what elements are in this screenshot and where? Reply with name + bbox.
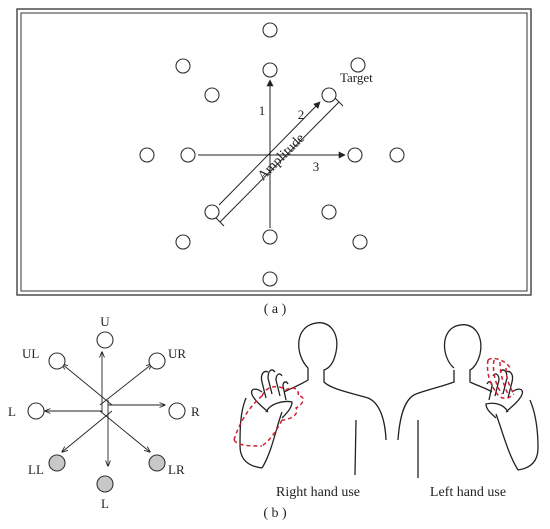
amplitude-dimension [215,97,344,227]
target-circle [204,204,220,220]
panel-a-frame-inner [20,12,528,292]
direction-circle-LR [148,454,166,472]
target-circle [204,87,220,103]
direction-circle-UL [48,352,66,370]
target-circle [175,234,191,250]
left-hand-overlay [486,357,515,399]
direction-1-label: 1 [259,103,266,118]
right-hand-overlay [233,385,304,447]
direction-label-LL: LL [28,462,44,477]
left-hand-figure [397,324,539,478]
target-circle [352,234,368,250]
direction-label-UL: UL [22,346,39,361]
target-circle [180,147,196,163]
target-circle [262,62,278,78]
target-circle [347,147,363,163]
panel-a-caption: ( a ) [264,302,287,317]
direction-label-L: L [8,404,16,419]
target-circle [175,58,191,74]
arrow-direction-2 [218,101,321,206]
direction-label-D: L [101,496,109,511]
direction-circle-U [96,331,114,349]
target-circle [321,204,337,220]
target-circle [389,147,405,163]
target-circle [321,87,337,103]
target-circle [262,229,278,245]
target-label: Target [340,70,373,85]
panel-b-directions: U UR R LR L LL L UL [8,314,200,511]
panel-a: Amplitude Target 1 2 3 ( a ) [16,8,532,317]
target-circle [262,22,278,38]
direction-circle-R [168,402,186,420]
amplitude-label: Amplitude [255,131,308,184]
target-circle [350,57,366,73]
direction-circle-D [96,475,114,493]
direction-label-U: U [100,314,110,329]
left-hand-caption: Left hand use [430,485,506,500]
direction-label-R: R [191,404,200,419]
direction-circle-UR [148,352,166,370]
direction-label-UR: UR [168,346,186,361]
direction-label-LR: LR [168,462,185,477]
direction-3-label: 3 [313,159,320,174]
direction-arrows [45,352,165,466]
target-circle [262,271,278,287]
direction-circle-LL [48,454,66,472]
direction-2-label: 2 [298,107,305,122]
target-circles [139,22,405,287]
panel-b-caption: ( b ) [263,506,287,521]
panel-a-frame-outer [16,8,532,296]
direction-circle-L [27,402,45,420]
right-hand-caption: Right hand use [276,485,360,500]
right-hand-figure [239,322,387,476]
target-circle [139,147,155,163]
